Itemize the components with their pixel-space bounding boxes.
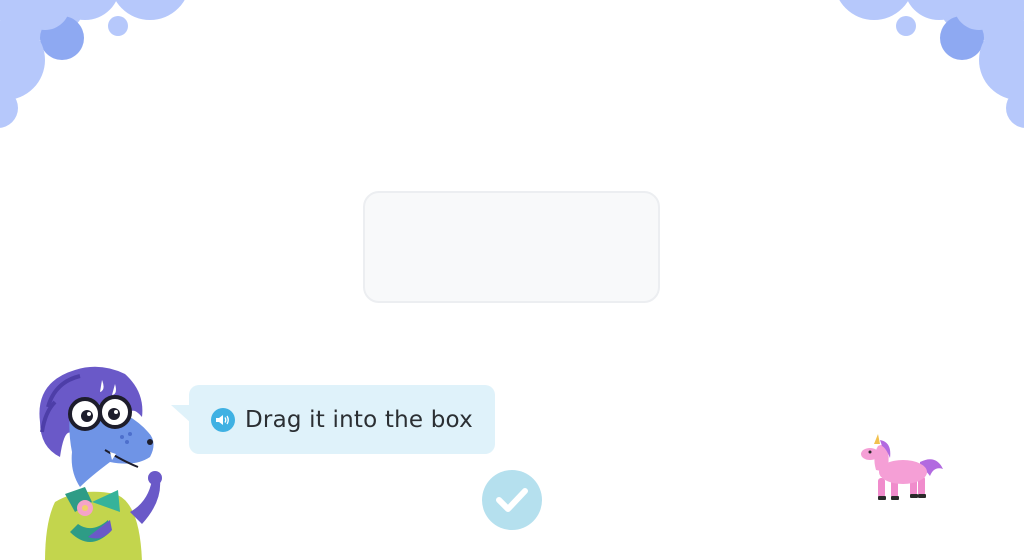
checkmark-icon	[496, 488, 528, 512]
instruction-bubble: Drag it into the box	[171, 385, 495, 454]
speech-bubble-tail	[171, 405, 191, 423]
unicorn-toy-draggable[interactable]	[858, 434, 948, 506]
check-answer-button[interactable]	[482, 470, 542, 530]
cloud-decoration-right	[839, 0, 1024, 128]
dinosaur-mascot-icon	[39, 366, 162, 560]
drop-target-box[interactable]	[363, 191, 660, 303]
instruction-text: Drag it into the box	[245, 406, 473, 433]
cloud-decoration-left	[0, 0, 185, 128]
speaker-icon[interactable]	[211, 407, 235, 432]
